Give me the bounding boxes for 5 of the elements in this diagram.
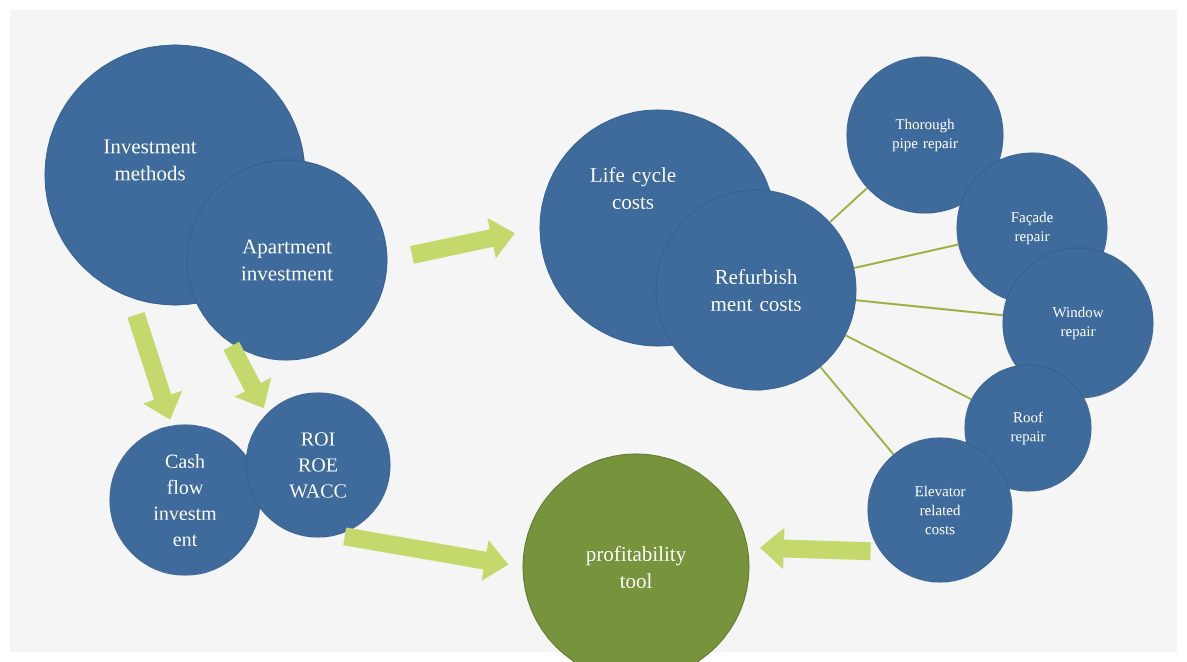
connector-line: [844, 334, 973, 401]
connector-line: [819, 366, 895, 456]
connector-line: [853, 243, 960, 269]
connector-line: [829, 187, 869, 224]
connector-line: [855, 299, 1004, 317]
